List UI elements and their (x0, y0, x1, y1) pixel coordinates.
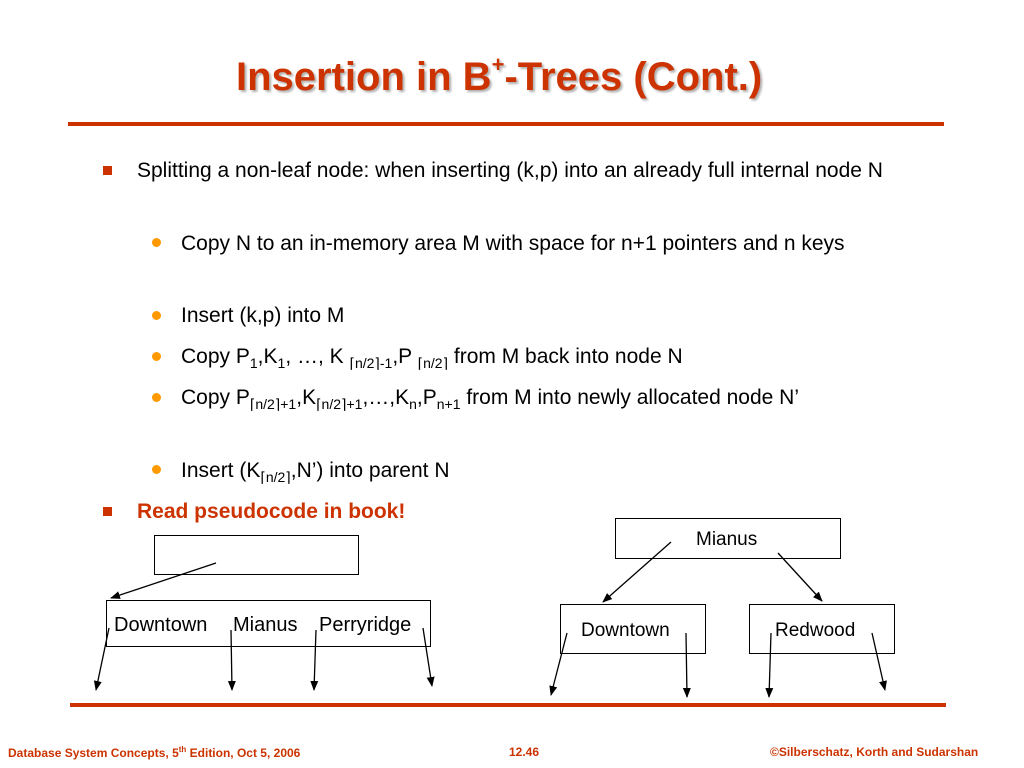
arrow-redwood-ptr-2 (871, 632, 887, 691)
leaf-key-downtown-right: Downtown (581, 620, 670, 641)
footer-right: ©Silberschatz, Korth and Sudarshan (770, 745, 979, 759)
arrow-root-left (602, 541, 672, 603)
bullet-split-nonleaf: Splitting a non-leaf node: when insertin… (137, 159, 883, 182)
dot-bullet-icon (152, 352, 161, 361)
arrow-downtown-ptr-1 (549, 632, 568, 696)
arrow-root-right (777, 552, 823, 602)
arrow-redwood-ptr-1 (765, 632, 774, 698)
leaf-key-redwood: Redwood (775, 620, 856, 641)
subbullet-insert-parent: Insert (K⌈n/2⌉,N’) into parent N (181, 459, 450, 485)
arrow-downtown-ptr-2 (682, 632, 691, 698)
square-bullet-icon (103, 166, 112, 175)
left-leaf-node (106, 600, 431, 647)
footer-rule (70, 703, 946, 707)
square-bullet-icon (103, 507, 112, 516)
slide-title: Insertion in B+-Trees (Cont.) (236, 52, 763, 99)
leaf-key-perryridge: Perryridge (319, 614, 412, 636)
dot-bullet-icon (152, 465, 161, 474)
left-parent-node (154, 535, 359, 575)
subbullet-copy-n: Copy N to an in-memory area M with space… (181, 232, 845, 255)
footer-page-number: 12.46 (509, 745, 540, 759)
leaf-key-mianus: Mianus (233, 614, 298, 636)
arrow-parent-to-leaf (110, 562, 217, 599)
subbullet-copy-back: Copy P1,K1, …, K ⌈n/2⌉-1,P ⌈n/2⌉ from M … (181, 345, 683, 371)
dot-bullet-icon (152, 393, 161, 402)
subbullet-copy-new: Copy P⌈n/2⌉+1,K⌈n/2⌉+1,…,Kn,Pn+1 from M … (181, 386, 800, 412)
root-key-mianus: Mianus (696, 529, 758, 550)
bullet-read-pseudocode: Read pseudocode in book! (137, 500, 406, 523)
arrow-leaf-ptr-2 (227, 629, 236, 691)
leaf-key-downtown: Downtown (114, 614, 208, 636)
arrow-leaf-ptr-1 (93, 627, 110, 691)
dot-bullet-icon (152, 238, 161, 247)
arrow-leaf-ptr-4 (422, 627, 435, 687)
footer-left: Database System Concepts, 5th Edition, O… (8, 745, 301, 760)
title-rule (68, 122, 944, 126)
arrow-leaf-ptr-3 (310, 629, 319, 691)
subbullet-insert-kp: Insert (k,p) into M (181, 304, 345, 327)
right-root-node (615, 518, 841, 559)
dot-bullet-icon (152, 311, 161, 320)
right-leaf-downtown (560, 604, 706, 654)
right-leaf-redwood (749, 604, 895, 654)
